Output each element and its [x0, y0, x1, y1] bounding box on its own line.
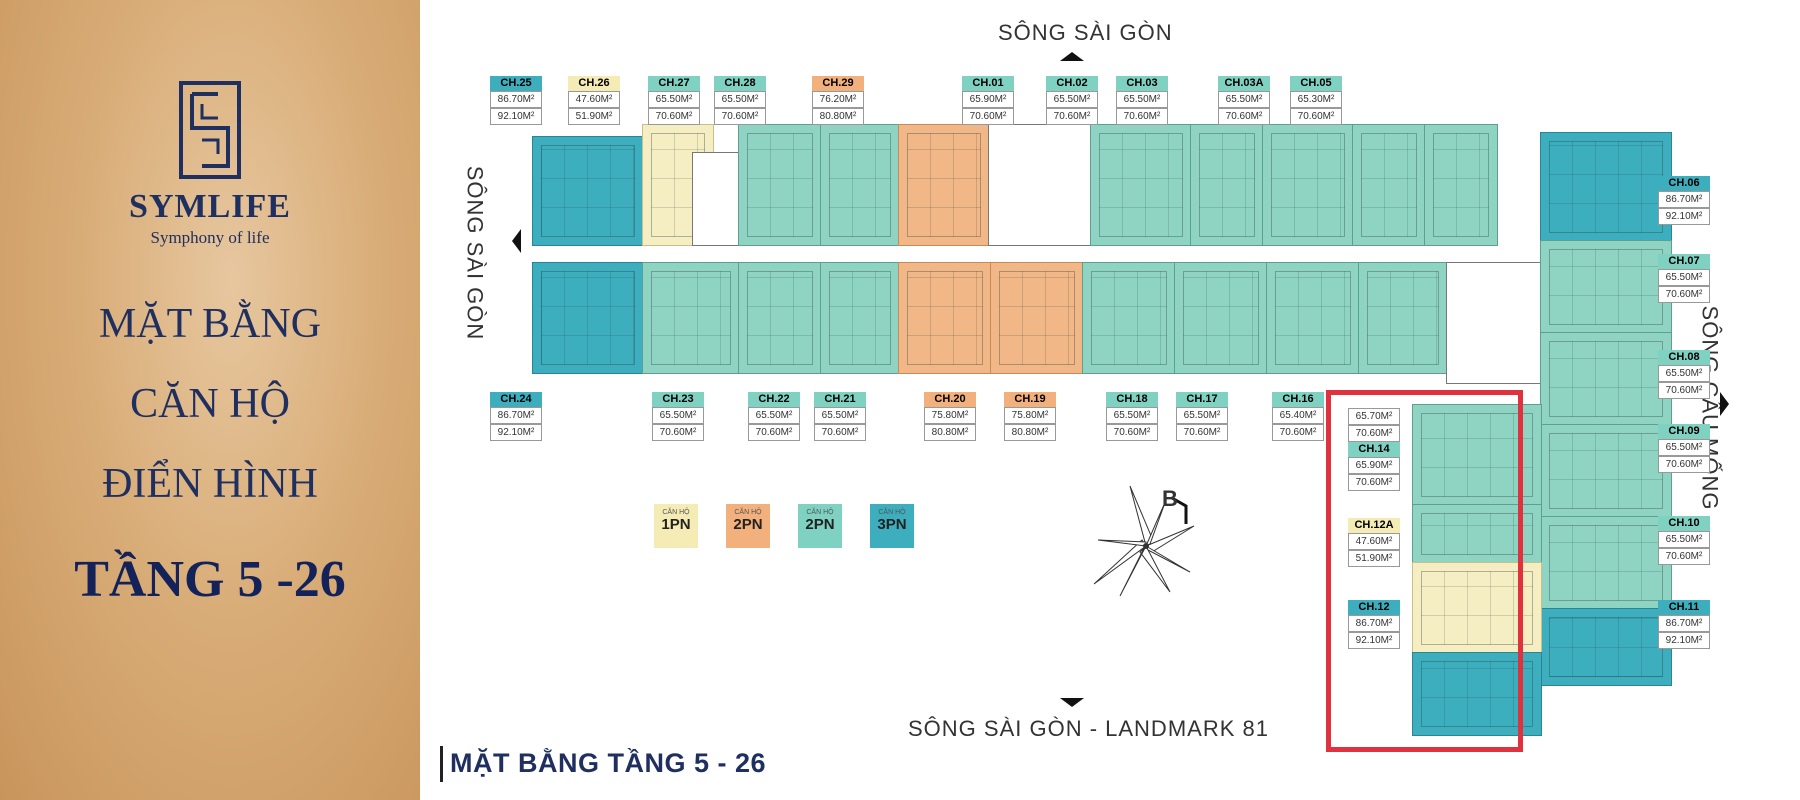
- unit-ch15-wing[interactable]: [1358, 262, 1448, 374]
- unit-ch21[interactable]: [820, 262, 900, 374]
- unit-ch17[interactable]: [1174, 262, 1268, 374]
- stair-core: [692, 152, 740, 246]
- direction-left: SÔNG SÀI GÒN: [462, 165, 488, 341]
- direction-right: SÔNG CẦU MỐNG: [1697, 305, 1723, 511]
- unit-ch25[interactable]: [532, 136, 644, 246]
- unit-ch10[interactable]: [1540, 516, 1672, 610]
- symlife-logo-icon: [179, 81, 241, 179]
- elevator-core-b: [1446, 262, 1546, 384]
- unit-ch06[interactable]: [1540, 132, 1672, 242]
- direction-bottom: SÔNG SÀI GÒN - LANDMARK 81: [908, 716, 1269, 741]
- unit-ch05[interactable]: [1424, 124, 1498, 246]
- unit-ch08[interactable]: [1540, 332, 1672, 426]
- unit-ch22[interactable]: [738, 262, 822, 374]
- arrow-down-icon: [1060, 698, 1084, 707]
- unit-ch27[interactable]: [738, 124, 822, 246]
- footer-divider: [440, 746, 443, 782]
- direction-top: SÔNG SÀI GÒN: [998, 20, 1173, 45]
- arrow-up-icon: [1060, 52, 1084, 61]
- unit-ch19[interactable]: [990, 262, 1084, 374]
- compass-north-label: B: [1162, 486, 1178, 511]
- unit-ch07[interactable]: [1540, 240, 1672, 334]
- unit-ch01[interactable]: [1090, 124, 1192, 246]
- unit-ch03a[interactable]: [1352, 124, 1426, 246]
- highlight-frame: [1326, 390, 1523, 752]
- unit-ch16[interactable]: [1266, 262, 1360, 374]
- compass-rose-icon: [1093, 485, 1195, 597]
- unit-ch20[interactable]: [898, 262, 992, 374]
- brand-panel: SYMLIFE Symphony of life MẶT BẰNG CĂN HỘ…: [0, 0, 420, 800]
- title-line-1: MẶT BẰNG: [98, 301, 322, 347]
- unit-ch29[interactable]: [898, 124, 990, 246]
- unit-ch18[interactable]: [1082, 262, 1176, 374]
- brand-name: SYMLIFE: [129, 188, 291, 225]
- unit-ch03[interactable]: [1262, 124, 1354, 246]
- unit-ch28[interactable]: [820, 124, 900, 246]
- elevator-core-a: [988, 124, 1092, 246]
- arrow-right-icon: [1720, 392, 1729, 416]
- unit-ch24[interactable]: [532, 262, 644, 374]
- title-floor-range: TẦNG 5 -26: [74, 551, 346, 608]
- brand-tagline: Symphony of life: [150, 228, 270, 247]
- title-line-2: CĂN HỘ: [130, 381, 290, 427]
- unit-ch11[interactable]: [1540, 608, 1672, 686]
- unit-ch02[interactable]: [1190, 124, 1264, 246]
- unit-ch23[interactable]: [642, 262, 740, 374]
- arrow-left-icon: [512, 229, 521, 253]
- floor-plan: SÔNG SÀI GÒN SÔNG SÀI GÒN SÔNG CẦU MỐNG …: [420, 0, 1800, 800]
- footer-title: MẶT BẰNG TẦNG 5 - 26: [450, 748, 767, 778]
- unit-ch09[interactable]: [1540, 424, 1672, 518]
- title-line-3: ĐIỂN HÌNH: [102, 461, 318, 507]
